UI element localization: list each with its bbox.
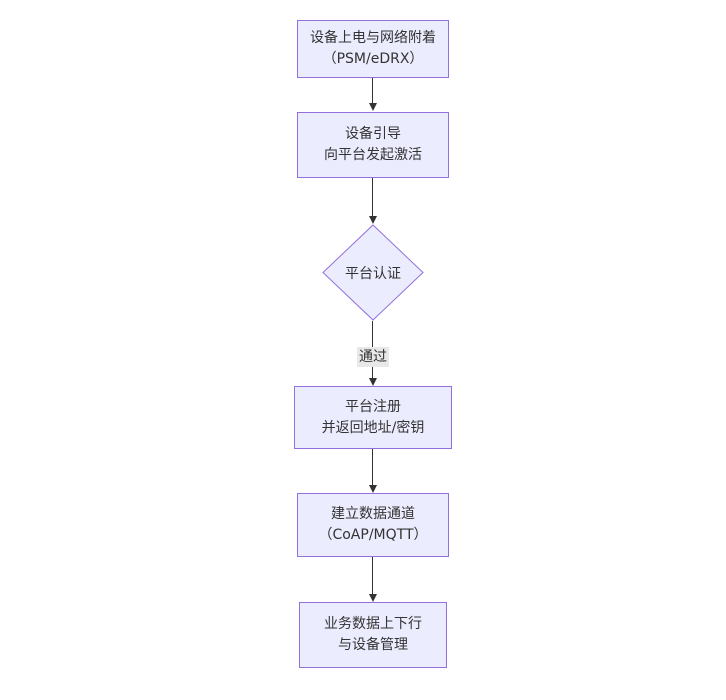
edge-bootstrap-to-auth bbox=[368, 178, 377, 224]
edge-channel-to-business bbox=[368, 557, 377, 602]
node-bootstrap: 设备引导 向平台发起激活 bbox=[297, 112, 449, 178]
node-label: （CoAP/MQTT） bbox=[318, 527, 428, 543]
edge-line bbox=[372, 557, 373, 595]
arrowhead-down-icon bbox=[368, 378, 377, 386]
node-label: 业务数据上下行 bbox=[324, 616, 422, 632]
node-label: 与设备管理 bbox=[338, 637, 408, 653]
edge-line bbox=[372, 78, 373, 104]
arrowhead-down-icon bbox=[368, 594, 377, 602]
node-label: 建立数据通道 bbox=[331, 506, 415, 522]
node-label: 设备上电与网络附着 bbox=[310, 30, 436, 46]
node-label: 并返回地址/密钥 bbox=[321, 419, 425, 436]
arrowhead-down-icon bbox=[368, 103, 377, 111]
edge-register-to-channel bbox=[368, 449, 377, 493]
edge-line bbox=[372, 178, 373, 217]
edge-power-to-bootstrap bbox=[368, 78, 377, 111]
node-power-attach: 设备上电与网络附着 （PSM/eDRX） bbox=[297, 20, 449, 78]
arrowhead-down-icon bbox=[368, 485, 377, 493]
node-label: （PSM/eDRX） bbox=[322, 51, 424, 67]
node-register: 平台注册 并返回地址/密钥 bbox=[294, 386, 452, 449]
edge-label-pass: 通过 bbox=[357, 347, 389, 367]
node-platform-auth-diamond: 平台认证 bbox=[322, 224, 424, 321]
node-label: 设备引导 bbox=[345, 126, 401, 142]
edge-line bbox=[372, 449, 373, 486]
node-data-channel: 建立数据通道 （CoAP/MQTT） bbox=[297, 493, 449, 557]
node-business-data: 业务数据上下行 与设备管理 bbox=[299, 602, 447, 668]
diamond-shape bbox=[322, 224, 424, 321]
node-label: 向平台发起激活 bbox=[324, 147, 422, 163]
arrowhead-down-icon bbox=[368, 216, 377, 224]
node-label: 平台注册 bbox=[345, 398, 401, 415]
